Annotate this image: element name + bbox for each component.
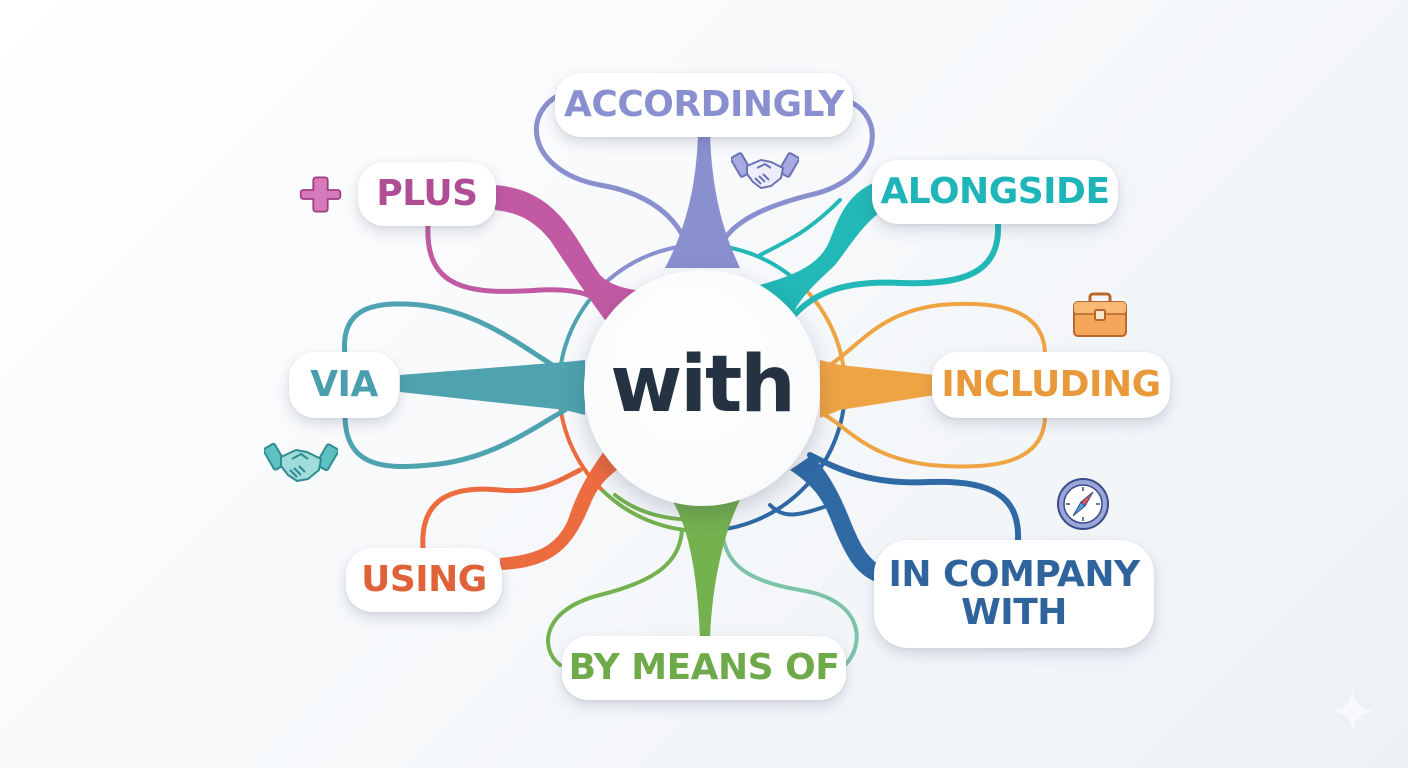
node-by-means-of: BY MEANS OF [562, 636, 846, 700]
node-label: USING [361, 559, 487, 601]
node-label: ACCORDINGLY [564, 84, 844, 126]
node-label: VIA [310, 364, 378, 406]
briefcase-icon [1073, 292, 1127, 337]
node-alongside: ALONGSIDE [872, 160, 1118, 224]
compass-icon [1057, 478, 1109, 530]
handshake-icon [731, 152, 799, 189]
node-label: PLUS [376, 173, 478, 215]
sparkle-icon [1330, 688, 1376, 734]
node-label: INCLUDING [941, 364, 1161, 406]
node-plus: PLUS [358, 162, 496, 226]
center-node: with [584, 270, 820, 506]
node-label-line1: IN COMPANY [888, 554, 1140, 596]
node-including: INCLUDING [932, 352, 1170, 418]
node-label: BY MEANS OF [568, 647, 840, 689]
handshake-icon [264, 442, 338, 482]
node-in-company-with: IN COMPANY WITH [874, 540, 1154, 648]
node-using: USING [346, 548, 502, 612]
plus-icon [299, 176, 342, 213]
node-label-line2: WITH [961, 592, 1067, 633]
node-accordingly: ACCORDINGLY [555, 73, 853, 137]
node-via: VIA [289, 352, 399, 418]
center-node-label: with [610, 340, 796, 430]
node-label: ALONGSIDE [880, 171, 1110, 213]
